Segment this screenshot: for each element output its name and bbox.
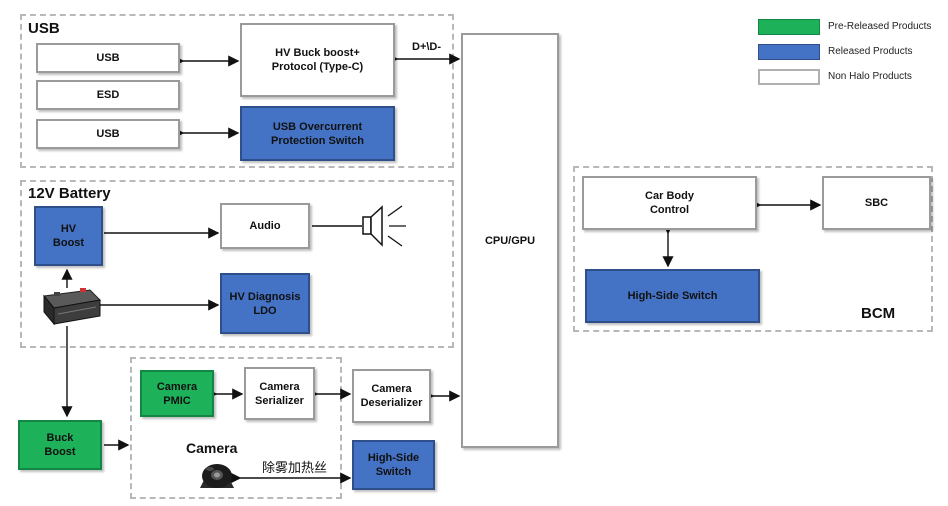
high-side-switch-camera-block: High-Side Switch [352,440,435,490]
audio-block: Audio [220,203,310,249]
high-side-switch-bcm-block: High-Side Switch [585,269,760,323]
dome-camera-icon [200,464,234,488]
hv-buck-boost-block: HV Buck boost+ Protocol (Type-C) [240,23,395,97]
defog-heater-label: 除雾加热丝 [262,461,328,476]
sbc-block: SBC [822,176,931,230]
camera-pmic-block: Camera PMIC [140,370,214,417]
legend-swatch-non-halo [758,69,820,85]
legend-label-non-halo: Non Halo Products [828,71,912,82]
legend-swatch-pre-released [758,19,820,35]
usb-group [20,14,454,168]
hv-boost-block: HV Boost [34,206,103,266]
car-body-control-block: Car Body Control [582,176,757,230]
battery-group-title: 12V Battery [28,185,111,202]
battery-icon [43,288,102,326]
dplus-dminus-label: D+\D- [412,41,442,53]
battery-group [20,180,454,348]
bcm-group-title: BCM [861,305,896,322]
usb-block-2: USB [36,119,180,149]
esd-block: ESD [36,80,180,110]
buck-boost-block: Buck Boost [18,420,102,470]
usb-overcurrent-switch-block: USB Overcurrent Protection Switch [240,106,395,161]
hv-diagnosis-ldo-block: HV Diagnosis LDO [220,273,310,334]
cpu-gpu-block: CPU/GPU [461,33,559,448]
legend-label-pre-released: Pre-Released Products [828,21,932,32]
legend-swatch-released [758,44,820,60]
usb-block-1: USB [36,43,180,73]
usb-group-title: USB [28,20,60,37]
camera-group [130,357,342,499]
camera-group-title: Camera [186,440,238,456]
camera-serializer-block: Camera Serializer [244,367,315,420]
bcm-group [573,166,933,332]
camera-deserializer-block: Camera Deserializer [352,369,431,423]
legend-label-released: Released Products [828,46,913,57]
speaker-icon [362,205,406,247]
